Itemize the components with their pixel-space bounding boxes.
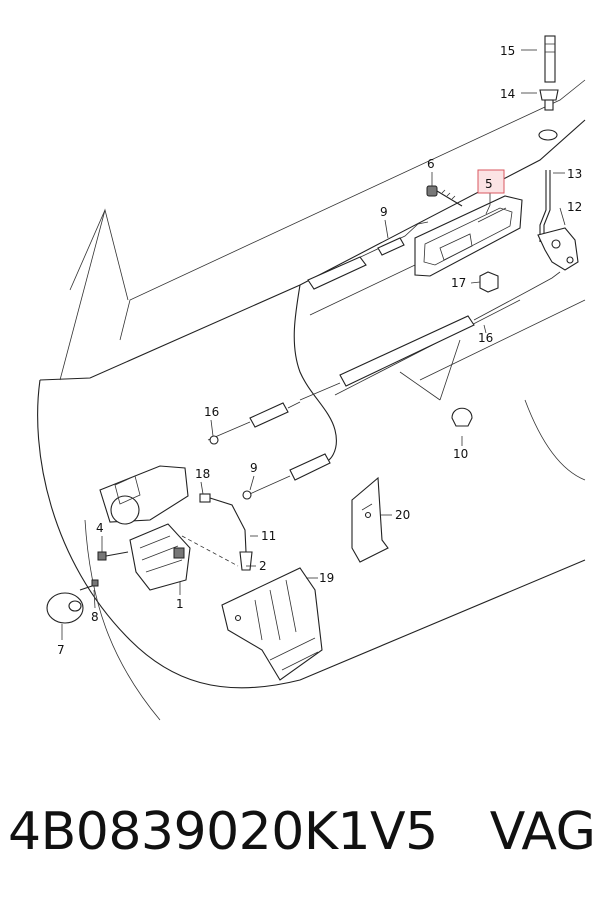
screw-4 (97, 551, 129, 561)
bracket-20 (351, 476, 389, 563)
label-1: 1 (176, 597, 184, 611)
label-17: 17 (451, 276, 466, 290)
label-18: 18 (195, 467, 210, 481)
clip-10 (451, 407, 473, 427)
label-4: 4 (96, 521, 104, 535)
part-caption: 4B0839020K1V5 VAG (8, 792, 596, 872)
label-20: 20 (395, 508, 410, 522)
label-16-lower: 16 (204, 405, 219, 419)
label-9-upper: 9 (380, 205, 388, 219)
label-14: 14 (500, 87, 515, 101)
cable-9-upper (293, 221, 429, 463)
label-6: 6 (427, 157, 435, 171)
highlight-box-5 (477, 169, 505, 194)
brand-name: VAG (489, 802, 596, 862)
cable-16-upper (299, 271, 561, 401)
cable-16-lower (207, 401, 301, 445)
clip-17 (479, 271, 499, 293)
part-number: 4B0839020K1V5 (8, 802, 438, 862)
label-5: 5 (485, 177, 493, 191)
label-7: 7 (57, 643, 65, 657)
label-13: 13 (567, 167, 582, 181)
label-19: 19 (319, 571, 334, 585)
label-2: 2 (259, 559, 267, 573)
label-8: 8 (91, 610, 99, 624)
label-15: 15 (500, 44, 515, 58)
bracket-19 (221, 567, 323, 681)
dashed-link (181, 535, 239, 567)
label-16-upper: 16 (478, 331, 493, 345)
label-11: 11 (261, 529, 276, 543)
cap-7-and-screw-8 (46, 579, 99, 624)
cable-9-lower (242, 453, 331, 500)
label-12: 12 (567, 200, 582, 214)
rod-11 (199, 493, 253, 571)
bolt-6 (426, 185, 463, 207)
lock-button-rod (537, 35, 579, 271)
label-9-lower: 9 (250, 461, 258, 475)
inner-handle-housing (414, 195, 523, 277)
label-10: 10 (453, 447, 468, 461)
parts-diagram: 15 14 13 12 6 5 9 17 16 10 16 9 18 11 2 … (37, 35, 586, 721)
leader-lines (61, 49, 566, 640)
door-lock-mechanism (99, 465, 191, 591)
